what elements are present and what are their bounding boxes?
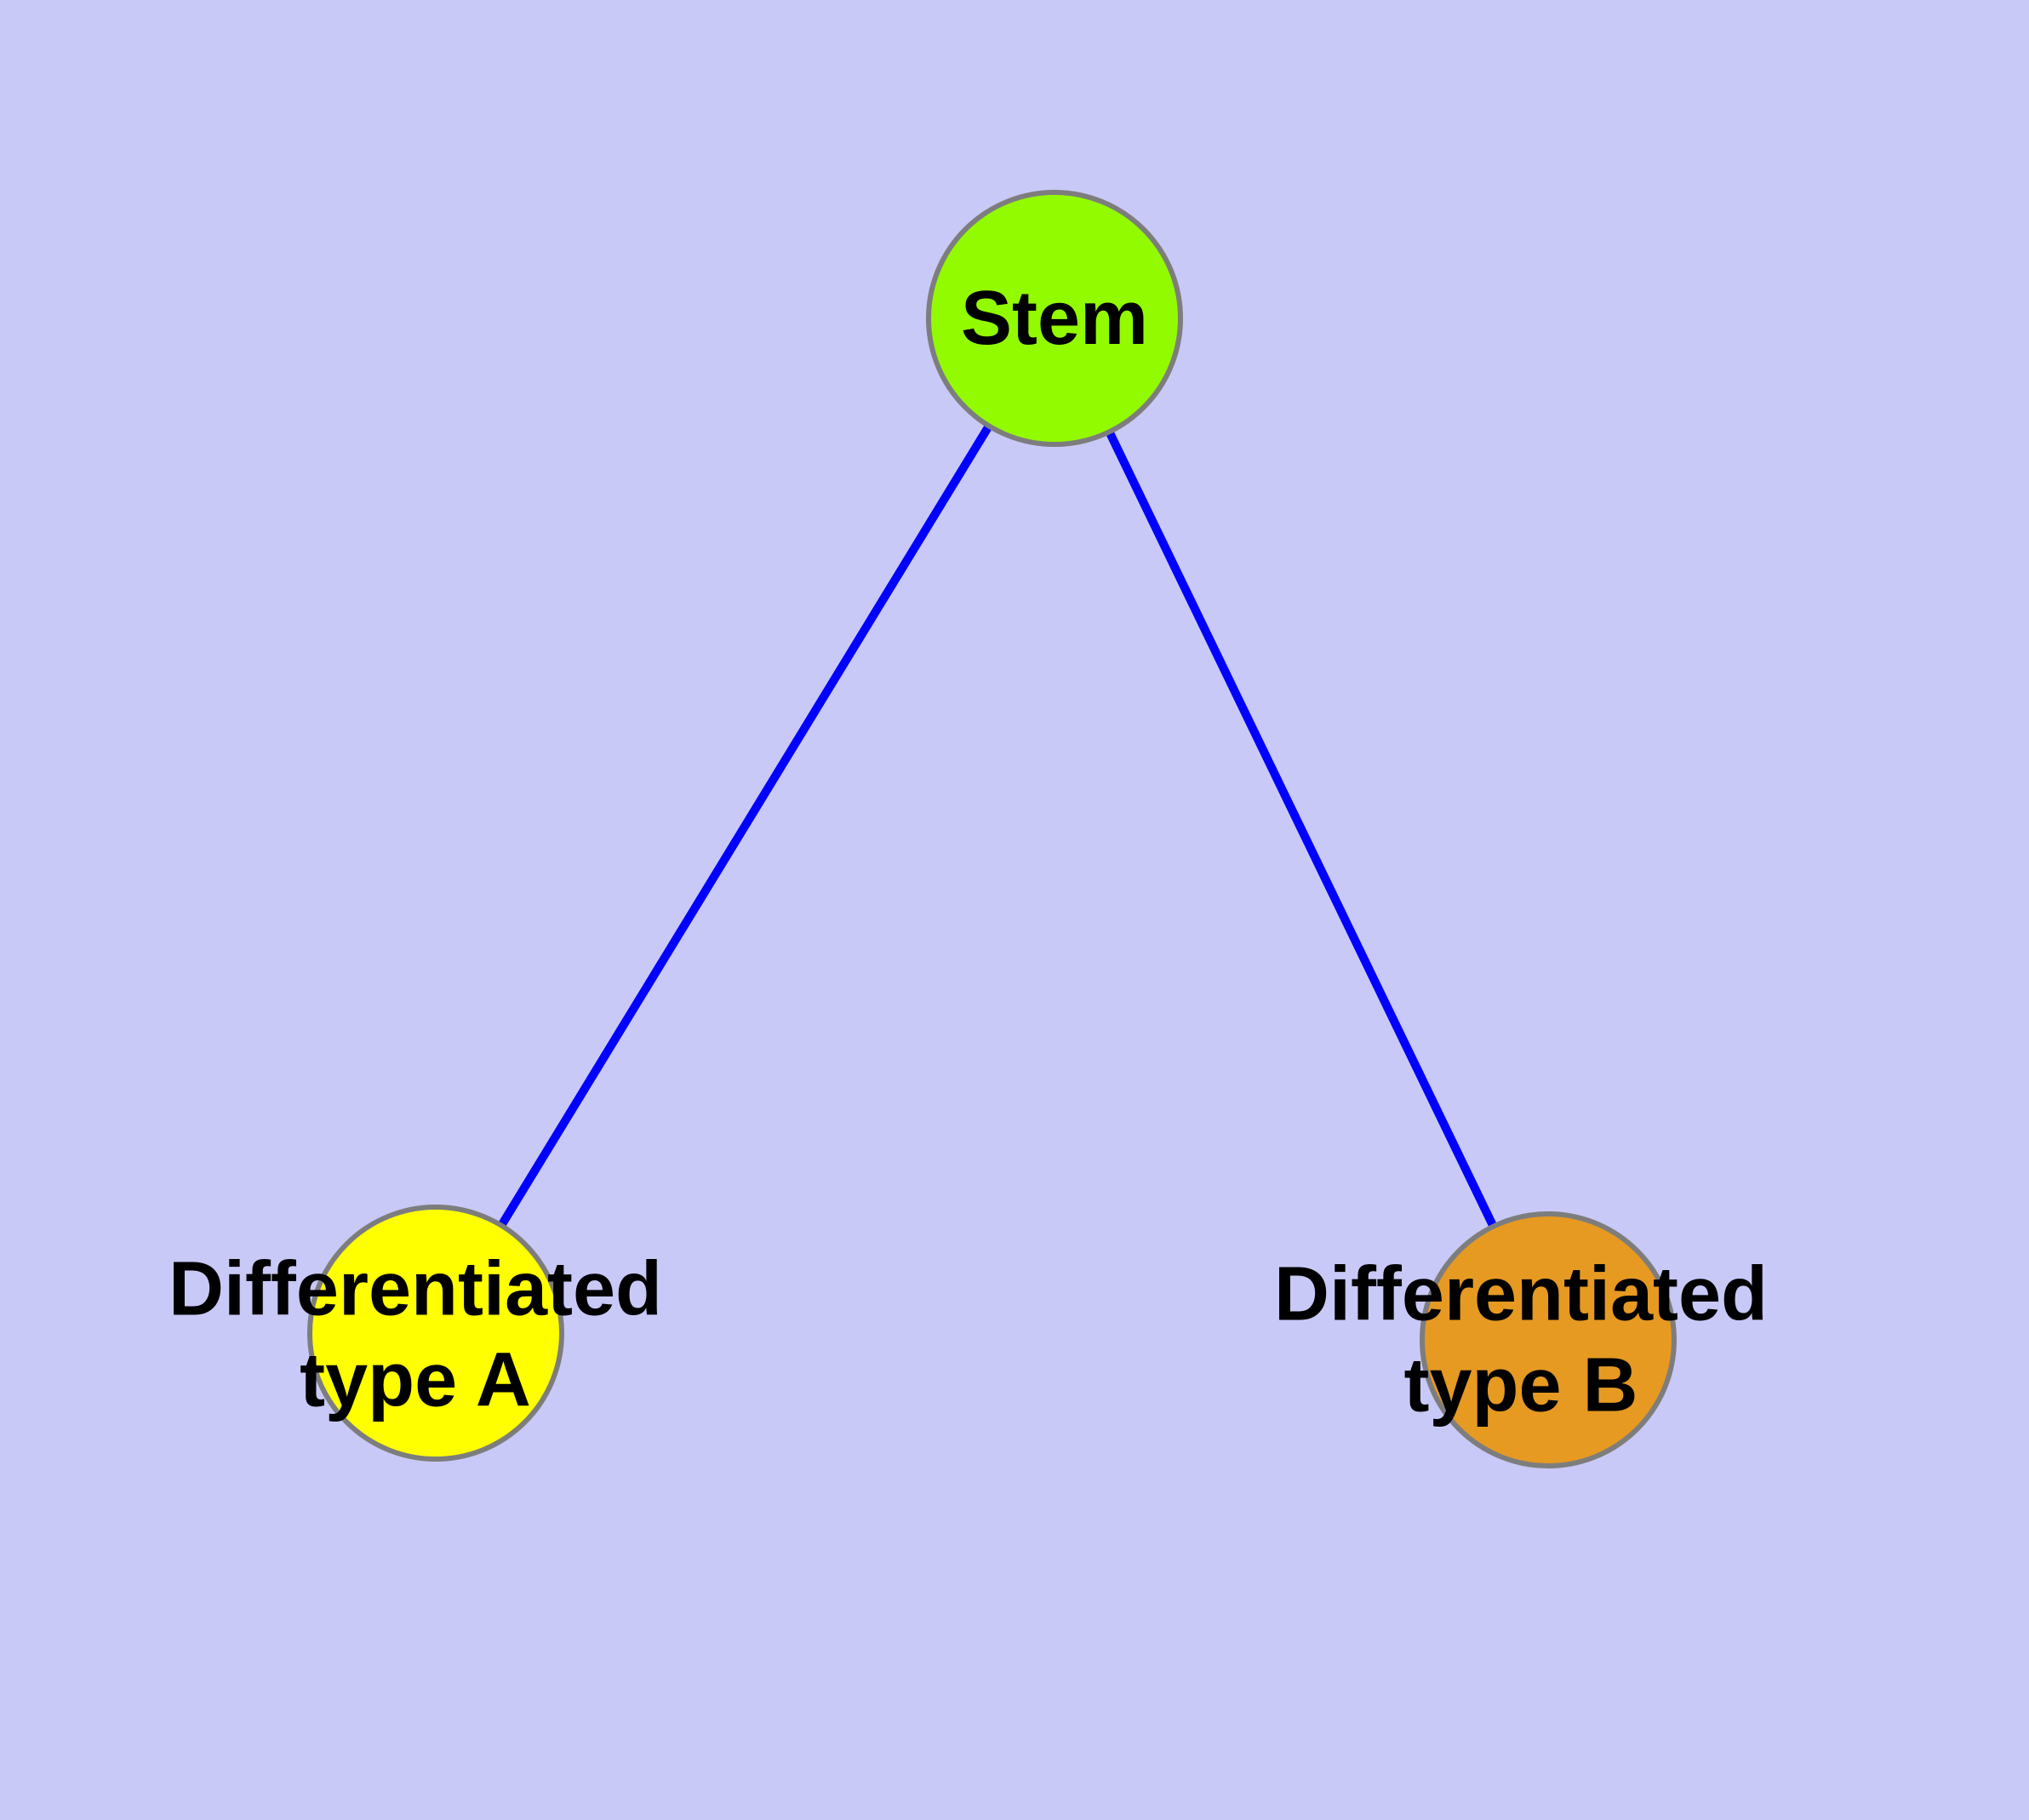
node-stem-label: Stem — [961, 276, 1148, 361]
node-stem-label-line-0: Stem — [961, 276, 1148, 361]
node-differentiated-type-a-label-line-0: Differentiated — [169, 1247, 662, 1332]
edge-stem-to-differentiated-type-a — [432, 316, 1059, 1336]
node-differentiated-type-a-circle — [307, 1205, 564, 1462]
node-differentiated-type-b-label-line-0: Differentiated — [1274, 1252, 1768, 1337]
node-stem-circle — [926, 190, 1183, 447]
node-differentiated-type-b-circle — [1420, 1211, 1677, 1468]
node-differentiated-type-a-label-line-1: type A — [300, 1338, 531, 1423]
node-differentiated-type-b-label-line-1: type B — [1403, 1343, 1637, 1428]
edge-stem-to-differentiated-type-b — [1050, 316, 1552, 1342]
